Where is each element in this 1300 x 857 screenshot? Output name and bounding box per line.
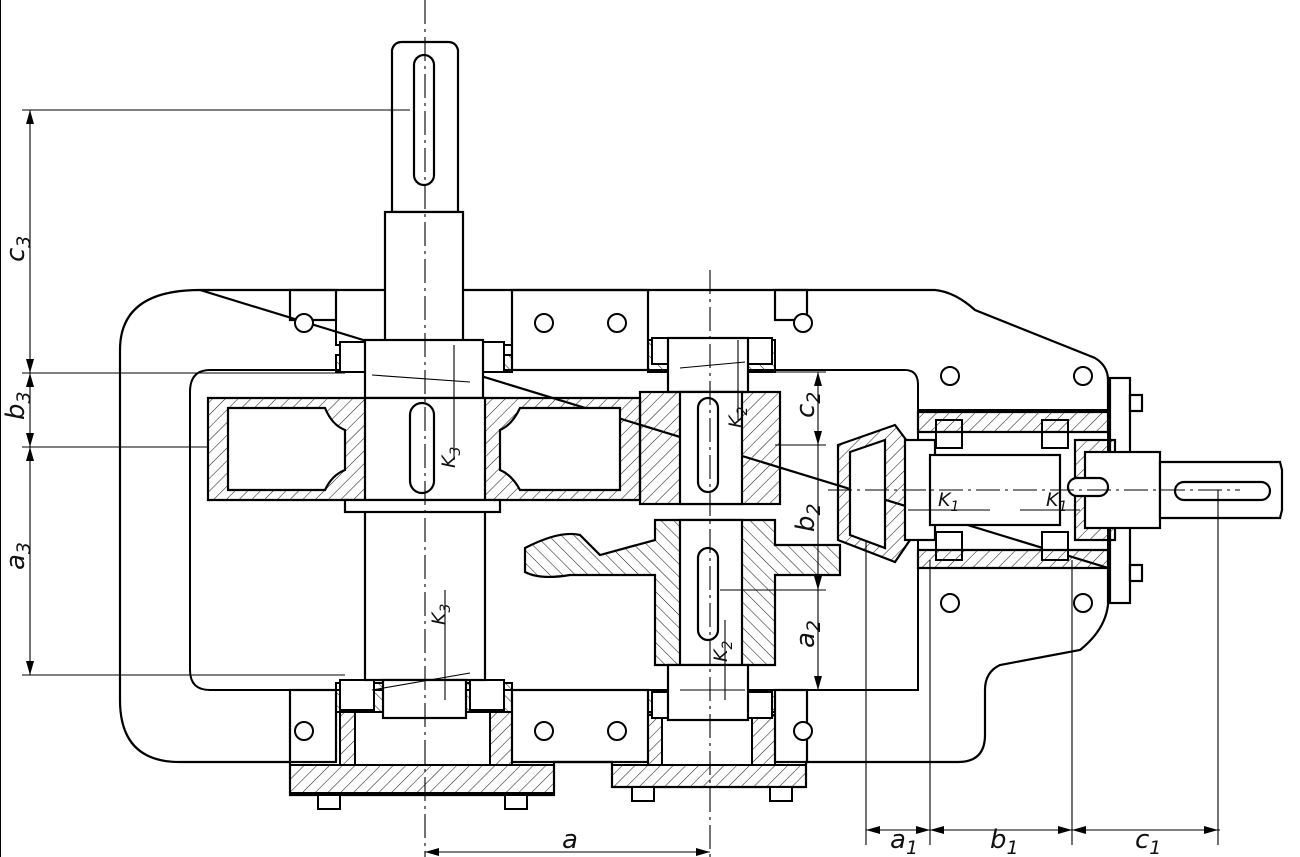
label-a2: a2 [791,620,825,648]
input-shaft [836,393,1284,583]
dimension-arrows [26,110,1218,856]
label-c3: c3 [1,236,35,262]
label-a: a [562,825,578,855]
bottom-feet [289,764,807,810]
label-c2: c2 [791,392,825,418]
large-gear [206,396,642,514]
label-k3-top: K3 [438,447,464,468]
label-b3: b3 [1,391,35,420]
label-a1: a1 [890,825,918,857]
label-k2-bottom: K2 [710,641,736,662]
label-c1: c1 [1135,825,1161,857]
label-k1-right: K1 [1046,489,1067,515]
label-a3: a3 [1,542,35,570]
label-k3-bottom: K3 [428,604,454,625]
label-b2: b2 [791,503,825,532]
label-k1-left: K1 [938,489,959,515]
output-shaft [363,40,487,720]
center-lines [424,0,1240,857]
label-b1: b1 [990,825,1019,857]
housing [118,288,1132,797]
bolt-holes [294,313,1093,741]
label-k2-top: K2 [725,407,751,428]
dimension-labels: c3 b3 a3 K3 K3 K2 K2 c2 b2 a2 K1 K1 a a1… [1,236,1161,857]
